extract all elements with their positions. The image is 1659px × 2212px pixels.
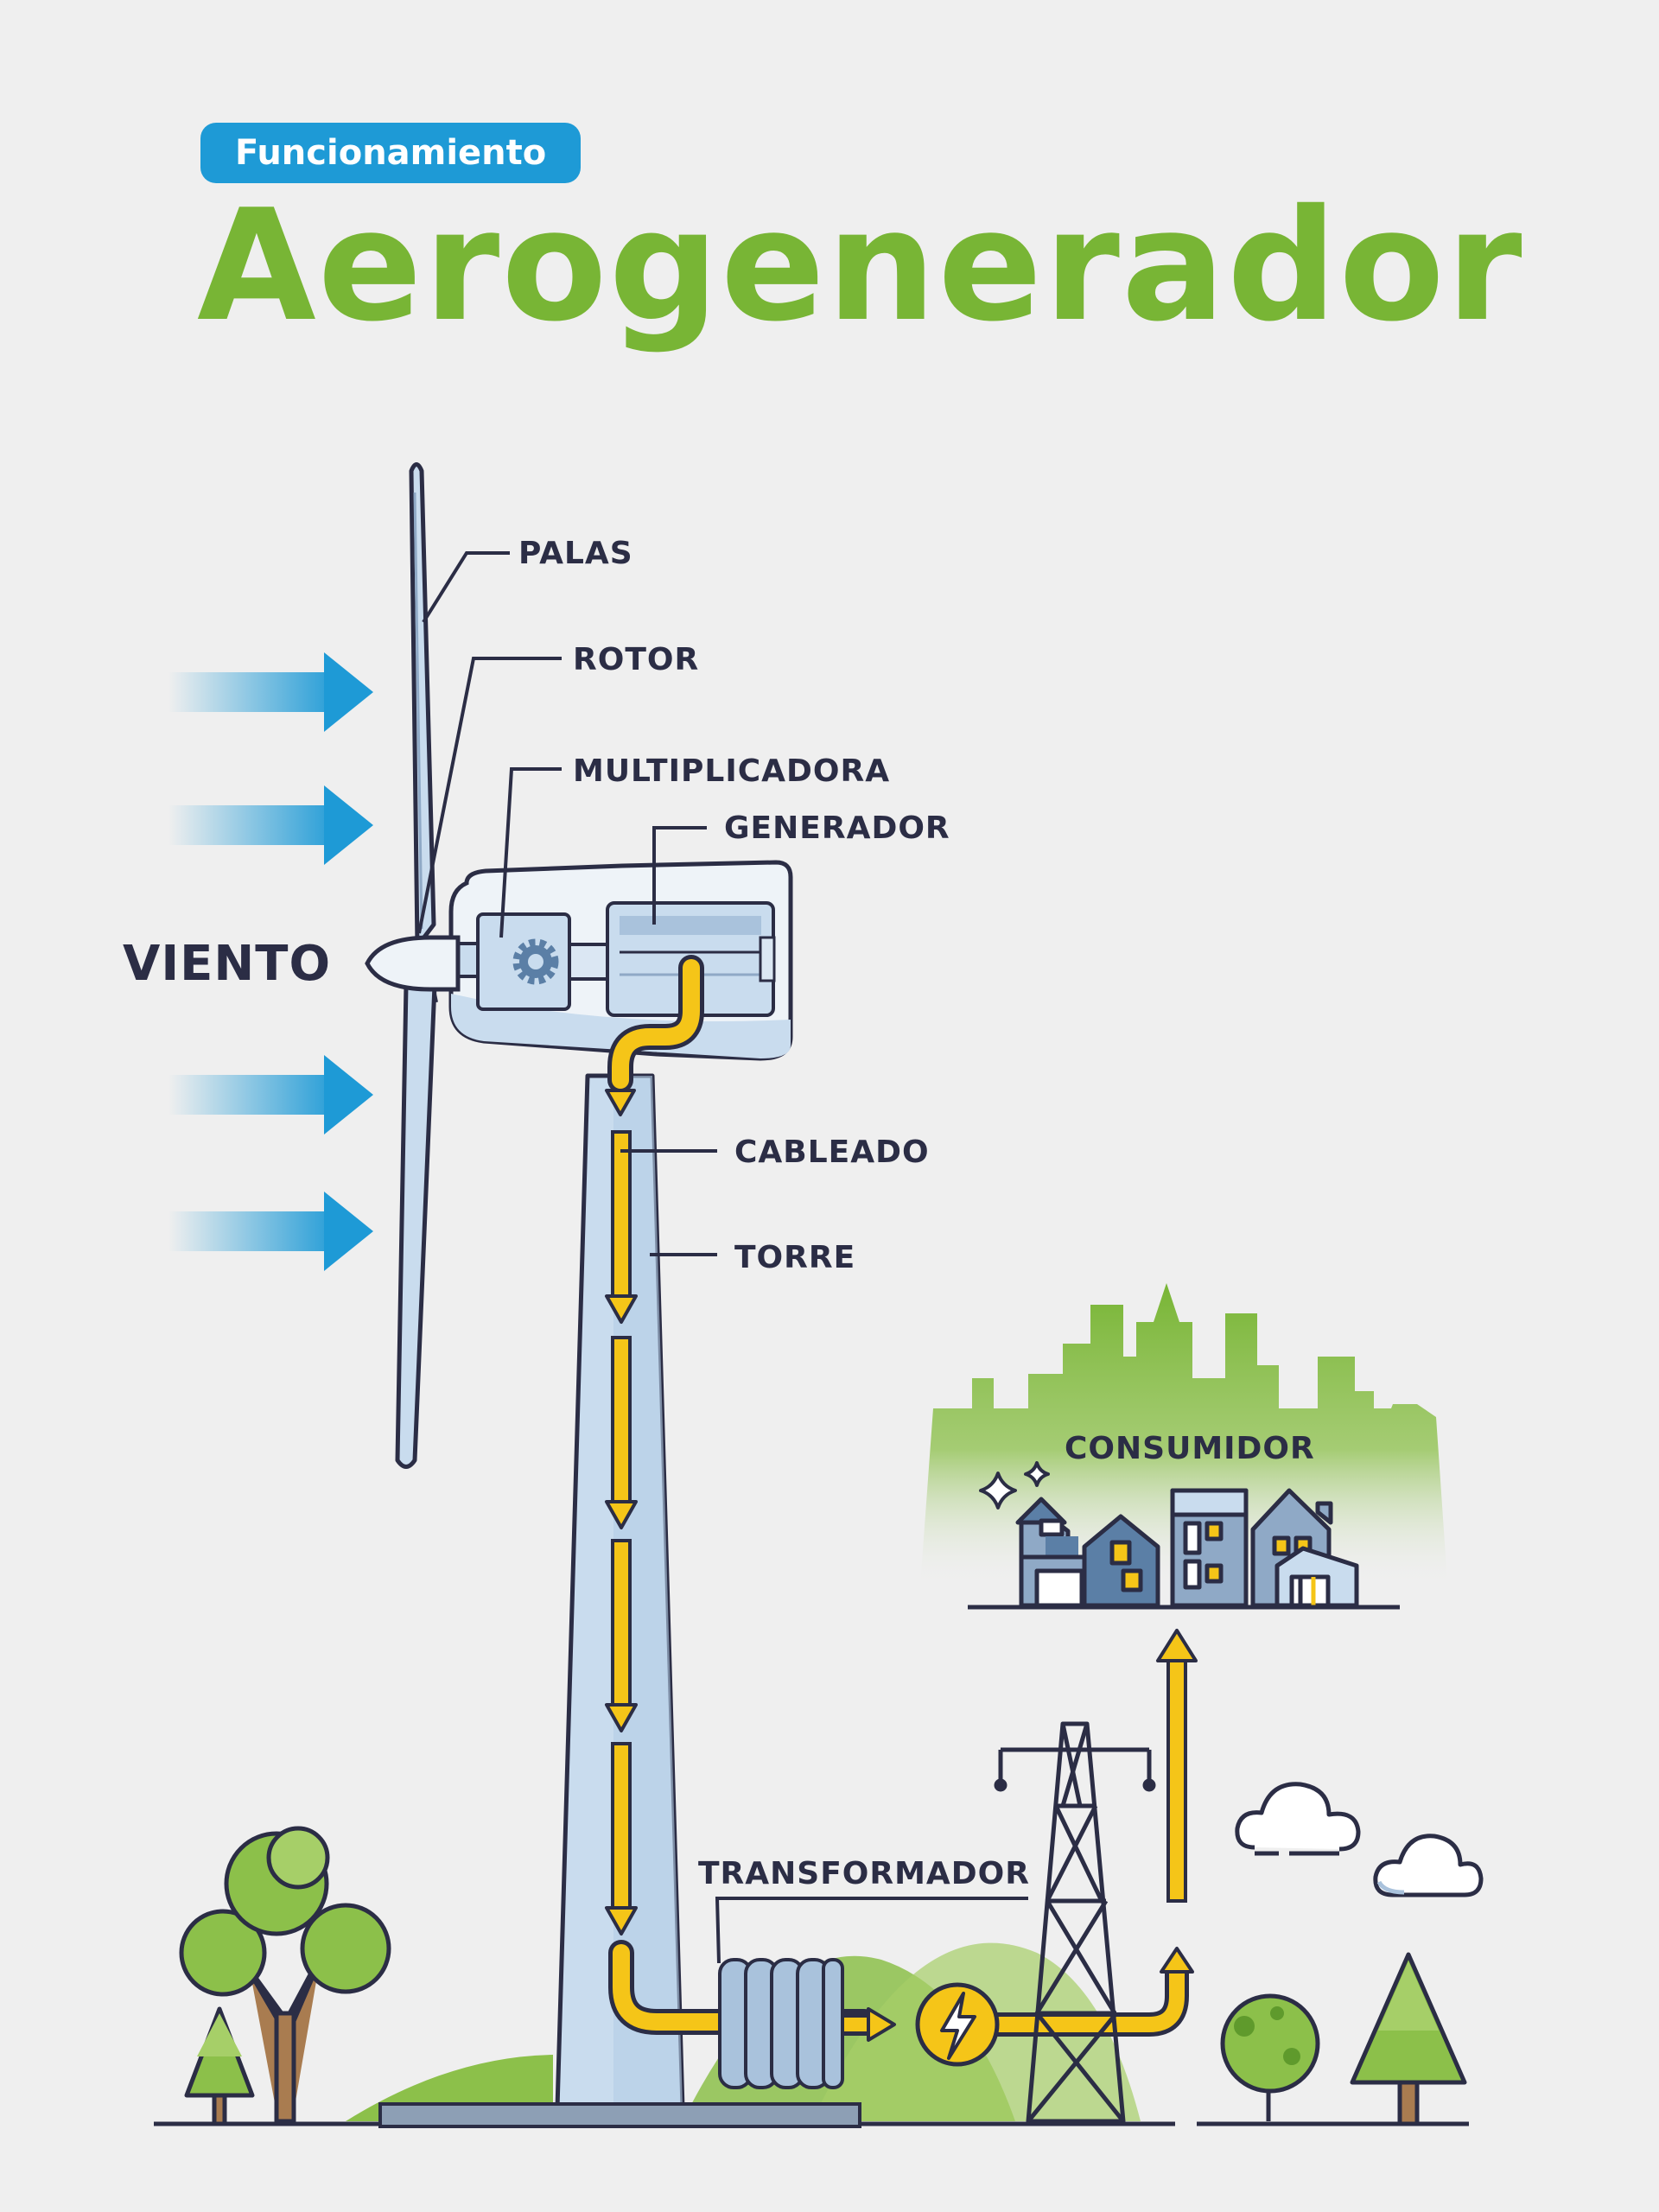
cloud-icon [1373,1834,1484,1897]
section-badge: Funcionamiento [200,123,582,183]
cloud-icon [1235,1782,1361,1856]
wind-arrow-2 [168,785,373,865]
rotor-label: ROTOR [573,642,699,677]
multiplicadora-label: MULTIPLICADORA [573,753,890,789]
wind-arrow-4 [168,1192,373,1271]
tree-icon [184,2006,255,2126]
sparkle-icon [979,1461,1050,1510]
tree-icon [179,1826,391,2124]
wind-arrows [168,652,373,1271]
cableado-label: CABLEADO [734,1135,930,1170]
energy-flow [605,955,1198,2042]
house-icon [1170,1488,1249,1608]
wind-arrow-1 [168,652,373,732]
leader-lines [417,551,1028,1964]
rotor-blades [365,462,461,1469]
consumidor-label: CONSUMIDOR [1065,1431,1315,1466]
cable-segment [605,1742,638,1936]
transformer [718,1958,844,2089]
power-pylon-icon [994,1721,1156,2124]
gearbox [476,912,613,1011]
generador-label: GENERADOR [724,810,950,846]
house-icon [1015,1497,1160,1608]
transformador-label: TRANSFORMADOR [698,1856,1030,1891]
page-title: Aerogenerador [197,176,1524,355]
wind-arrow-3 [168,1055,373,1135]
viento-label: VIENTO [123,936,331,992]
lightning-icon [915,1982,1000,2067]
cable-segment [605,1336,638,1529]
cable-segment [605,1539,638,1732]
torre-label: TORRE [734,1240,855,1275]
nacelle [448,860,793,1061]
palas-label: PALAS [518,536,633,571]
houses [968,1488,1400,1610]
tree-icon [1220,1993,1320,2121]
gear-icon [512,938,559,985]
tree-icon [1350,1952,1467,2126]
cable-segment [605,1130,638,1324]
